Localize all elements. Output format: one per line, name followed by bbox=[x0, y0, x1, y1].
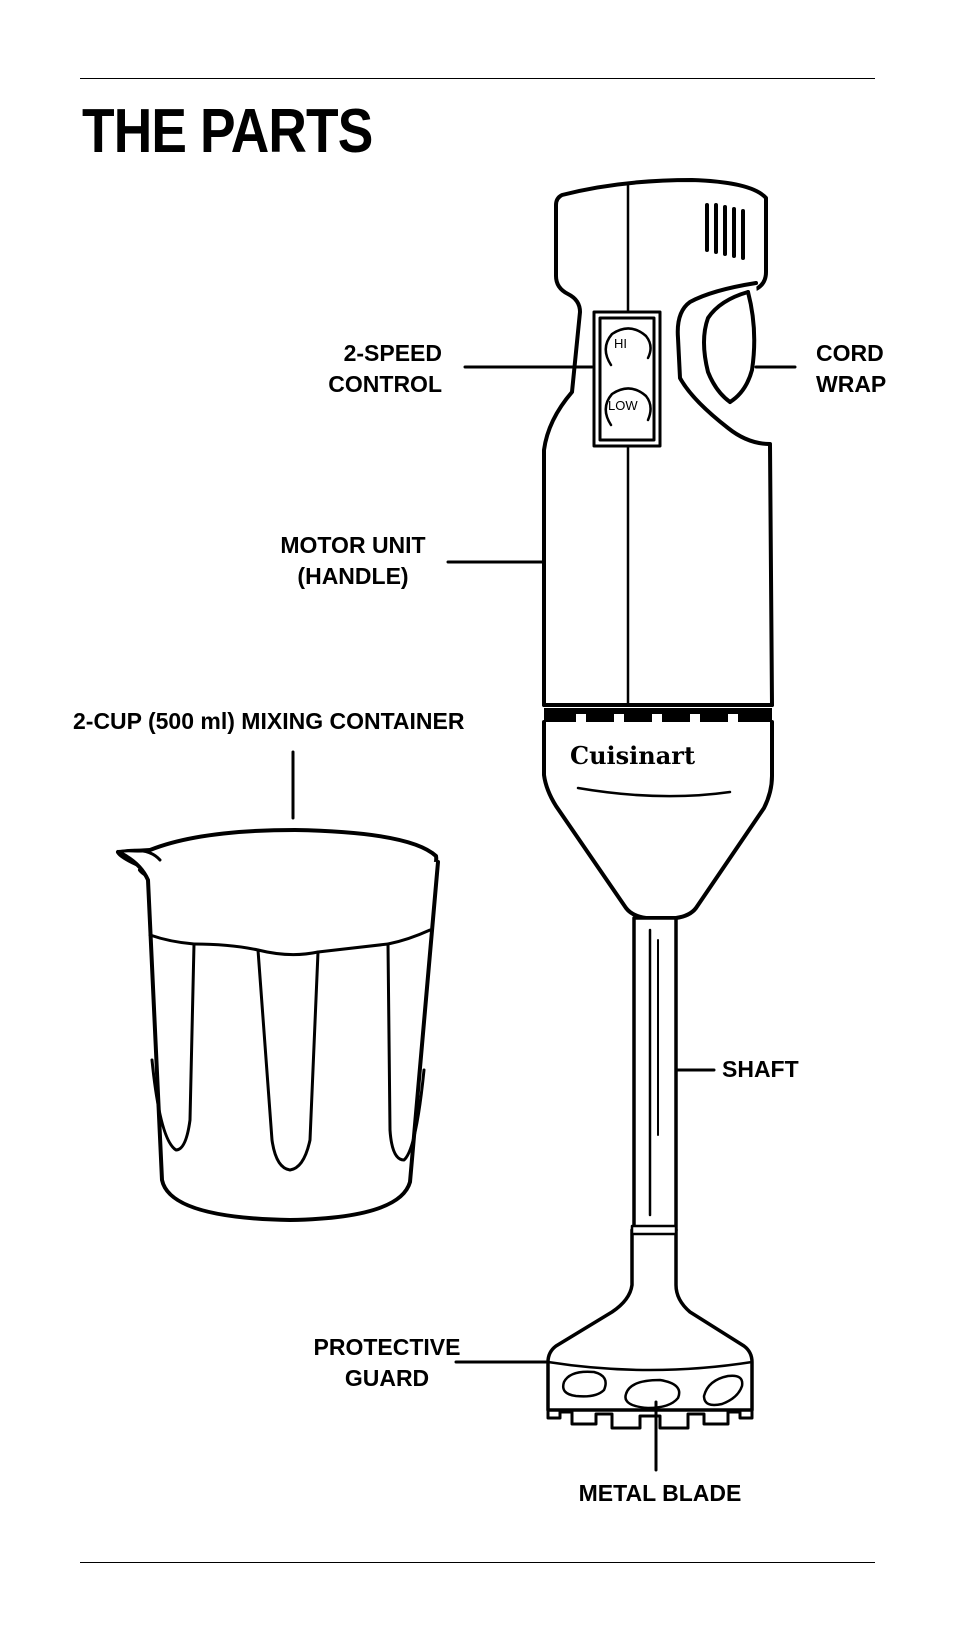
motor-unit-label-line-1: MOTOR UNIT bbox=[280, 532, 426, 558]
speed-control-label-line-1: 2-SPEED bbox=[343, 340, 442, 366]
collar-band bbox=[542, 703, 774, 722]
top-rule bbox=[80, 78, 875, 79]
hi-button-label: HI bbox=[614, 336, 627, 351]
page-title: THE PARTS bbox=[82, 97, 373, 166]
mixing-container bbox=[116, 750, 440, 1222]
speed-control-label-line-2: CONTROL bbox=[328, 371, 442, 397]
metal-blade-label: METAL BLADE bbox=[578, 1480, 742, 1506]
cord-wrap-hook bbox=[675, 281, 797, 446]
cord-wrap-label-line-1: CORD bbox=[816, 340, 884, 366]
bottom-rule bbox=[80, 1562, 875, 1563]
cord-wrap-label-line-2: WRAP bbox=[816, 371, 887, 397]
motor-unit-label: MOTOR UNIT (HANDLE) bbox=[268, 530, 438, 592]
container-label: 2-CUP (500 ml) MIXING CONTAINER bbox=[73, 708, 465, 734]
cord-wrap-label: CORD WRAP bbox=[816, 338, 916, 400]
speed-control-panel bbox=[592, 310, 662, 448]
protective-guard-label-line-1: PROTECTIVE bbox=[313, 1334, 461, 1360]
low-button-label: LOW bbox=[608, 398, 638, 413]
motor-unit-label-line-2: (HANDLE) bbox=[297, 563, 409, 589]
brand-logo-text: Cuisinart bbox=[570, 741, 695, 770]
blade-head bbox=[454, 1224, 754, 1472]
vent-slots bbox=[705, 203, 745, 260]
protective-guard-label: PROTECTIVE GUARD bbox=[310, 1332, 464, 1394]
blender-shaft bbox=[632, 916, 716, 1232]
protective-guard-label-line-2: GUARD bbox=[344, 1365, 430, 1391]
speed-control-label: 2-SPEED CONTROL bbox=[300, 338, 442, 400]
shaft-label: SHAFT bbox=[722, 1056, 799, 1082]
